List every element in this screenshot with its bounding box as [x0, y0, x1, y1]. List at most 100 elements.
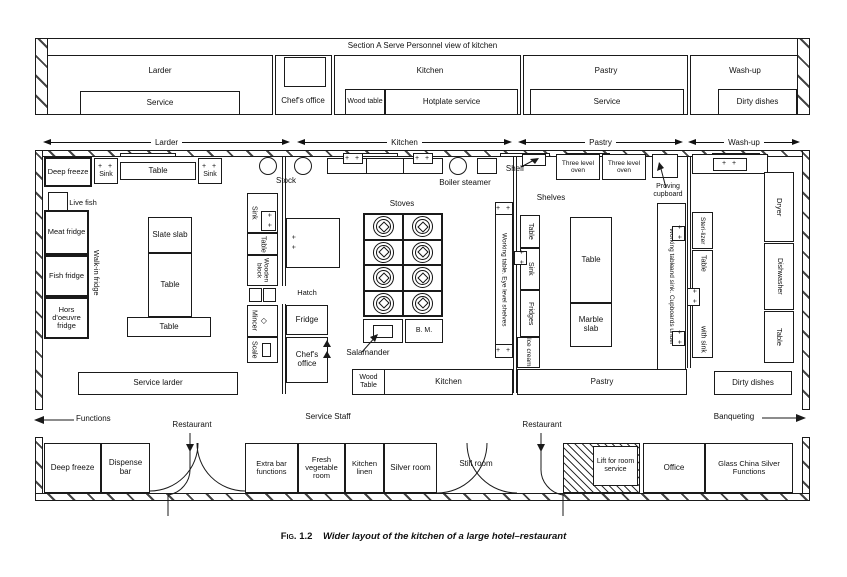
boiler-steamer-label: Boiler steamer — [439, 177, 491, 187]
wall-larder-kitchen-upper — [282, 157, 286, 286]
salamander-box — [363, 319, 403, 343]
washup-counter: + + — [692, 154, 768, 174]
dishwasher: Dishwasher — [764, 243, 794, 310]
right-arrow-icon — [504, 139, 512, 145]
stove-bank — [363, 213, 443, 317]
dim-washup-label: Wash-up — [728, 137, 760, 147]
midcol-sink-label: Sink — [250, 206, 258, 220]
left-arrow-icon — [43, 139, 51, 145]
burner-icon — [364, 214, 403, 240]
walk-in-fridge-label: Walk-in fridge — [92, 250, 102, 296]
slate-slab: Slate slab — [148, 217, 192, 253]
sink-taps-icon: + + — [261, 211, 276, 231]
midcol-table: Table — [247, 233, 278, 255]
elevation-kitchen-label: Kitchen — [416, 65, 444, 75]
burner-icon — [364, 239, 403, 265]
sink-taps-icon: + + — [413, 153, 433, 164]
service-staff-label: Service Staff — [305, 412, 351, 422]
room-glass-china-silver: Glass China Silver Functions — [705, 443, 793, 493]
dim-kitchen: Kitchen — [297, 136, 512, 148]
stock-label: Stock — [275, 175, 296, 185]
live-fish-label: Live fish — [69, 197, 97, 207]
wall-larder-kitchen-lower — [282, 304, 286, 394]
right-arrow-icon — [282, 139, 290, 145]
wall-shelf-icon — [120, 153, 176, 157]
elevation-dirty-dishes: Dirty dishes — [718, 89, 797, 115]
sink-taps-icon: + + — [495, 344, 513, 358]
pastry-working-table-label: Working table and sink. Cupboards under — [668, 228, 675, 346]
salamander-label: Salamander — [346, 348, 390, 358]
sink-1-label: Sink — [99, 171, 113, 178]
plan-left-wall-lower — [35, 437, 43, 501]
hatch-box — [263, 288, 276, 302]
elevation-wall-4 — [687, 55, 691, 115]
dim-larder-label: Larder — [154, 137, 179, 147]
room-kitchen-linen: Kitchen linen — [345, 443, 384, 493]
three-level-oven-1: Three level oven — [556, 154, 600, 180]
door-arc-icon — [196, 442, 246, 492]
sink-2: + + Sink — [198, 158, 222, 184]
sink-taps-icon: + + — [514, 250, 527, 266]
table-with-sink-label-bottom: with sink — [699, 326, 707, 353]
elevation-left-wall — [35, 38, 48, 115]
dryer-label: Dryer — [775, 197, 785, 217]
elevation-hotplate-service: Hotplate service — [385, 89, 518, 115]
elevation-wall-1 — [272, 55, 276, 115]
larder-table-vertical: Table — [148, 253, 192, 317]
elevation-larder-service: Service — [80, 91, 240, 115]
boiler-steamer-icon — [449, 157, 467, 175]
sink-taps-icon: + + — [687, 288, 700, 306]
proving-cupboard-label: Proving cupboard — [653, 183, 683, 198]
hatch-box — [249, 288, 262, 302]
left-arrow-icon — [518, 139, 526, 145]
kitchen-working-table: Working table. Eye level shelves — [495, 202, 513, 358]
door-arc-icon — [149, 442, 199, 492]
mincer-icon: ◇ — [260, 315, 267, 325]
right-arrow-icon — [792, 139, 800, 145]
scale: Scale — [247, 337, 278, 363]
sterilizer-label: Steri-lizer — [699, 216, 707, 245]
arrowhead-icon — [34, 416, 44, 424]
elevation-wall-2 — [331, 55, 335, 115]
pastry-table: Table — [570, 217, 612, 303]
larder-table-horizontal: Table — [127, 317, 211, 337]
figure-caption-text: Wider layout of the kitchen of a large h… — [322, 531, 567, 542]
marble-slab: Marble slab — [570, 303, 612, 347]
sink-taps-icon: + + — [672, 330, 685, 347]
band-dirty-dishes: Dirty dishes — [714, 371, 792, 395]
burner-icon — [403, 265, 442, 291]
room-dispense-bar: Dispense bar — [101, 443, 150, 493]
wooden-block-label: Wooden block — [255, 258, 270, 283]
room-office: Office — [643, 443, 705, 493]
ice-cream: Ice cream — [517, 337, 540, 368]
swing-door-icon — [540, 443, 564, 516]
wall-kitchen-pastry — [513, 157, 517, 393]
dim-kitchen-label: Kitchen — [391, 137, 418, 147]
elevation-washup-label: Wash-up — [729, 65, 761, 75]
sink-taps-icon: + + — [495, 202, 513, 215]
elevation-title-divider — [48, 55, 797, 56]
room-extra-bar-functions: Extra bar functions — [245, 443, 298, 493]
left-arrow-icon — [688, 139, 696, 145]
elevation-pastry-label: Pastry — [594, 65, 618, 75]
stoves-label: Stoves — [389, 199, 415, 209]
band-wood-table: Wood Table — [352, 369, 385, 395]
plan-right-wall — [802, 150, 810, 410]
washup-table: Table — [764, 311, 794, 363]
dim-pastry: Pastry — [518, 136, 684, 148]
mincer-label: Mincer — [250, 310, 258, 332]
functions-label: Functions — [76, 414, 111, 424]
table-with-sink-label-top: Table — [699, 255, 707, 272]
plan-bottom-wall — [35, 493, 810, 501]
three-level-oven-2: Three level oven — [602, 154, 646, 180]
scale-icon — [261, 343, 271, 357]
figure-caption: Fig. 1.2 Wider layout of the kitchen of … — [0, 531, 847, 542]
fridges-label: Fridges — [526, 301, 534, 326]
sink-2-label: Sink — [203, 171, 217, 178]
room-deep-freeze: Deep freeze — [44, 443, 101, 493]
figure-caption-number: Fig. 1.2 — [280, 531, 313, 542]
fridges: Fridges — [520, 290, 540, 337]
sterilizer: Steri-lizer — [692, 212, 713, 249]
left-arrow-icon — [297, 139, 305, 145]
elevation-chefs-office-box — [284, 57, 326, 87]
